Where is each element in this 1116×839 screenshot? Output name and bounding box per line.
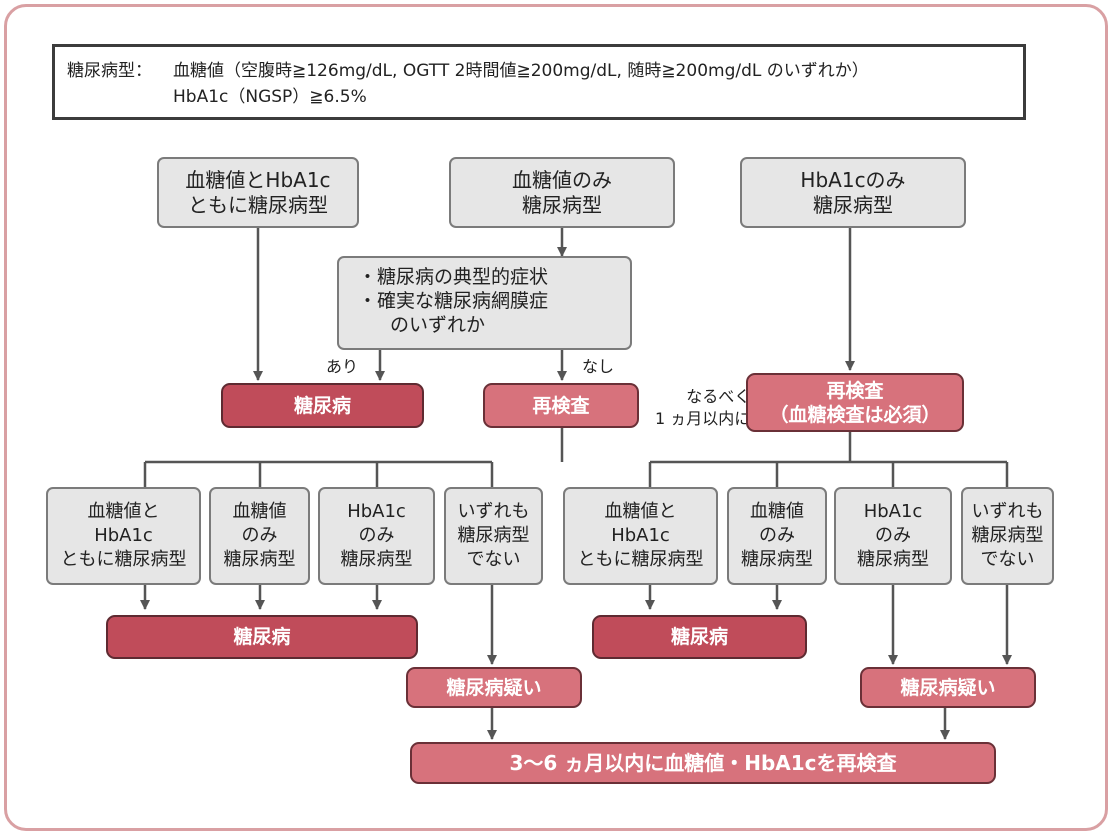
- note-line: なるべく: [686, 387, 751, 406]
- result-retest: 再検査: [483, 383, 639, 428]
- node-text-line: 糖尿病型: [971, 525, 1044, 546]
- node-text-line: 糖尿病: [233, 626, 291, 648]
- result-suspect-right: 糖尿病疑い: [860, 667, 1036, 708]
- node-text-line: HbA1c: [611, 525, 670, 546]
- node-text-line: 糖尿病型: [813, 192, 893, 217]
- node-text-line: HbA1cのみ: [800, 167, 906, 192]
- symptom-typical: ・糖尿病の典型的症状: [358, 266, 549, 288]
- node-text-line: 糖尿病: [670, 626, 728, 648]
- node-text-line: 糖尿病疑い: [900, 676, 996, 699]
- definition-label: 糖尿病型：: [67, 61, 152, 81]
- node-text-line: HbA1c: [347, 501, 406, 522]
- node-text-line: 血糖値: [750, 501, 804, 522]
- node-text-line: （血糖検査は必須）: [769, 403, 941, 426]
- node-text-line: 糖尿病型: [741, 549, 813, 570]
- left-outcome-hba1c-only: HbA1c のみ 糖尿病型: [318, 487, 435, 585]
- node-text-line: 血糖値と: [87, 501, 160, 522]
- symptoms-text: ・糖尿病の典型的症状 ・確実な糖尿病網膜症 のいずれか: [358, 265, 548, 337]
- node-text-line: いずれも: [457, 501, 530, 522]
- result-retest-glucose-required: 再検査 （血糖検査は必須）: [746, 373, 964, 432]
- branch-yes-label: あり: [326, 357, 359, 376]
- node-text-line: 糖尿病型: [340, 549, 413, 570]
- result-suspect-left: 糖尿病疑い: [406, 667, 582, 708]
- node-text-line: でない: [980, 549, 1035, 570]
- node-text-line: 血糖値とHbA1c: [185, 167, 331, 192]
- definition-hba1c-criteria: HbA1c（NGSP）≧6.5%: [173, 87, 367, 107]
- node-text-line: 再検査: [532, 394, 590, 417]
- node-text-line: ともに糖尿病型: [60, 549, 187, 570]
- node-text-line: のみ: [241, 525, 278, 546]
- symptom-retinopathy: ・確実な糖尿病網膜症: [358, 290, 549, 312]
- note-line: 1 ヵ月以内に: [655, 409, 751, 428]
- right-outcome-hba1c-only: HbA1c のみ 糖尿病型: [834, 487, 952, 585]
- node-text-line: 糖尿病型: [457, 525, 530, 546]
- note-within-month: なるべく 1 ヵ月以内に: [655, 386, 750, 430]
- node-hba1c-only: HbA1cのみ 糖尿病型: [740, 157, 966, 228]
- node-text-line: のみ: [759, 525, 795, 546]
- node-text-line: 糖尿病疑い: [446, 676, 542, 699]
- left-outcome-both: 血糖値と HbA1c ともに糖尿病型: [46, 487, 201, 585]
- node-text-line: ともに糖尿病型: [188, 192, 328, 217]
- node-text-line: 血糖値のみ: [512, 167, 612, 192]
- symptom-either: のいずれか: [390, 314, 486, 336]
- right-outcome-both: 血糖値と HbA1c ともに糖尿病型: [563, 487, 718, 585]
- node-text-line: 3〜6 ヵ月以内に血糖値・HbA1cを再検査: [509, 750, 897, 775]
- right-outcome-neither: いずれも 糖尿病型 でない: [961, 487, 1054, 585]
- node-text-line: HbA1c: [94, 525, 153, 546]
- result-final-retest: 3〜6 ヵ月以内に血糖値・HbA1cを再検査: [410, 742, 996, 784]
- node-text-line: 糖尿病型: [223, 549, 296, 570]
- result-diabetes-right: 糖尿病: [592, 615, 807, 659]
- node-text-line: 糖尿病: [293, 394, 351, 417]
- node-symptoms-check: [337, 256, 632, 350]
- node-text-line: 血糖値: [232, 501, 287, 522]
- node-both-diabetic-type: 血糖値とHbA1c ともに糖尿病型: [157, 157, 359, 228]
- node-text-line: でない: [466, 549, 521, 570]
- left-outcome-neither: いずれも 糖尿病型 でない: [444, 487, 543, 585]
- node-text-line: 糖尿病型: [857, 549, 929, 570]
- node-text-line: のみ: [358, 525, 395, 546]
- node-text-line: いずれも: [971, 501, 1044, 522]
- node-text-line: 再検査: [826, 379, 884, 402]
- branch-no-label: なし: [582, 357, 615, 376]
- node-text-line: 血糖値と: [604, 501, 677, 522]
- node-text-line: のみ: [875, 525, 911, 546]
- node-text-line: ともに糖尿病型: [577, 549, 704, 570]
- result-diabetes-1: 糖尿病: [221, 383, 424, 428]
- node-text-line: 糖尿病型: [522, 192, 602, 217]
- node-text-line: HbA1c: [863, 501, 923, 522]
- definition-box: 糖尿病型： 血糖値（空腹時≧126mg/dL, OGTT 2時間値≧200mg/…: [52, 44, 1026, 120]
- result-diabetes-left: 糖尿病: [106, 615, 418, 659]
- definition-glucose-criteria: 血糖値（空腹時≧126mg/dL, OGTT 2時間値≧200mg/dL, 随時…: [173, 61, 869, 81]
- right-outcome-glucose-only: 血糖値 のみ 糖尿病型: [727, 487, 827, 585]
- node-glucose-only: 血糖値のみ 糖尿病型: [449, 157, 675, 228]
- left-outcome-glucose-only: 血糖値 のみ 糖尿病型: [209, 487, 310, 585]
